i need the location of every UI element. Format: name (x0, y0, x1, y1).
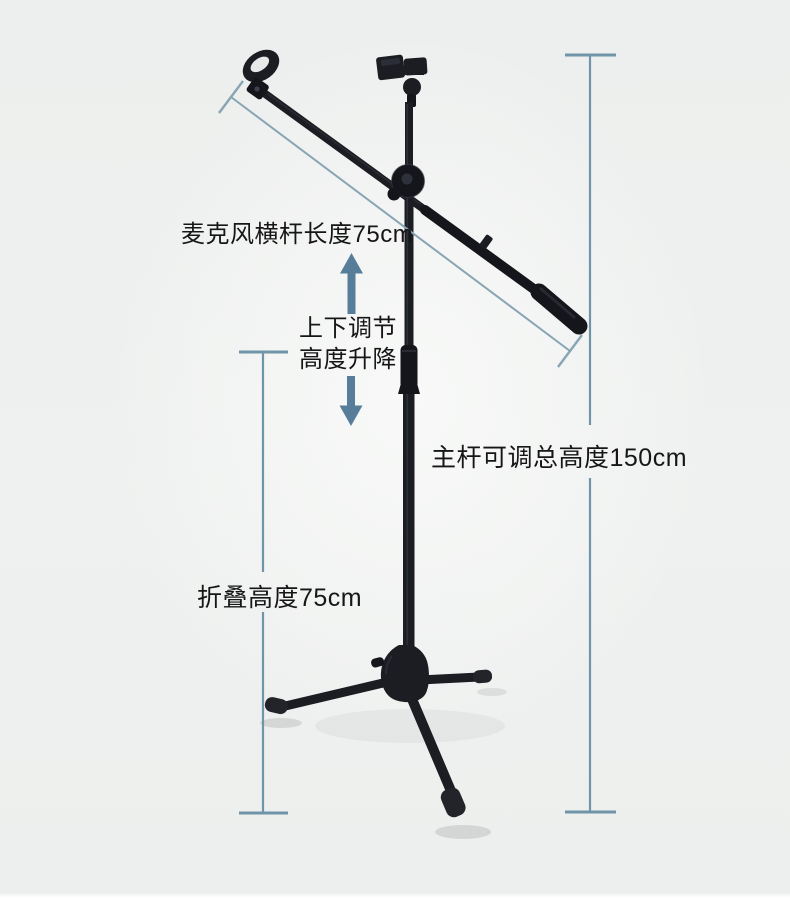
tripod-hub (380, 645, 429, 703)
boom-counterweight (530, 283, 588, 335)
boom-clip-tab (479, 234, 493, 250)
dimension-lines (218, 53, 616, 815)
tripod-foot-left (264, 697, 288, 715)
total-height-label: 主杆可调总高度150cm (431, 444, 688, 472)
tripod-leg-left (276, 675, 401, 712)
boom-length-dimension-line (218, 80, 583, 368)
tripod-base (264, 645, 493, 818)
vertical-adjust-label: 上下调节 高度升降 (294, 313, 402, 375)
tripod-foot-right (473, 669, 493, 684)
hub-thumbscrew (371, 657, 385, 668)
bottom-white-strip (0, 897, 790, 902)
floor-shadows (260, 688, 507, 839)
mic-clip (242, 49, 280, 100)
mic-stand-photo (242, 49, 588, 818)
vertical-adjust-label-line1: 上下调节 (299, 315, 397, 342)
up-arrow-icon (340, 253, 363, 314)
main-pole (398, 102, 420, 656)
tripod-leg-right (415, 672, 484, 685)
down-arrow-icon (339, 376, 363, 426)
boom-pivot (387, 163, 426, 201)
folded-height-label: 折叠高度75cm (197, 584, 363, 612)
boom-length-label: 麦克风横杆长度75cm (181, 221, 414, 248)
phone-holder (376, 54, 428, 107)
tripod-leg-front (404, 687, 456, 796)
total-height-dimension-line (565, 53, 616, 814)
pivot-lock-knob (387, 187, 401, 201)
tripod-foot-front (440, 787, 466, 818)
height-adjust-collar (398, 345, 420, 394)
boom-arm (260, 89, 588, 335)
folded-height-dimension-line (239, 350, 288, 815)
phone-holder-ball-joint (403, 78, 421, 96)
vertical-adjust-label-line2: 高度升降 (299, 346, 397, 373)
